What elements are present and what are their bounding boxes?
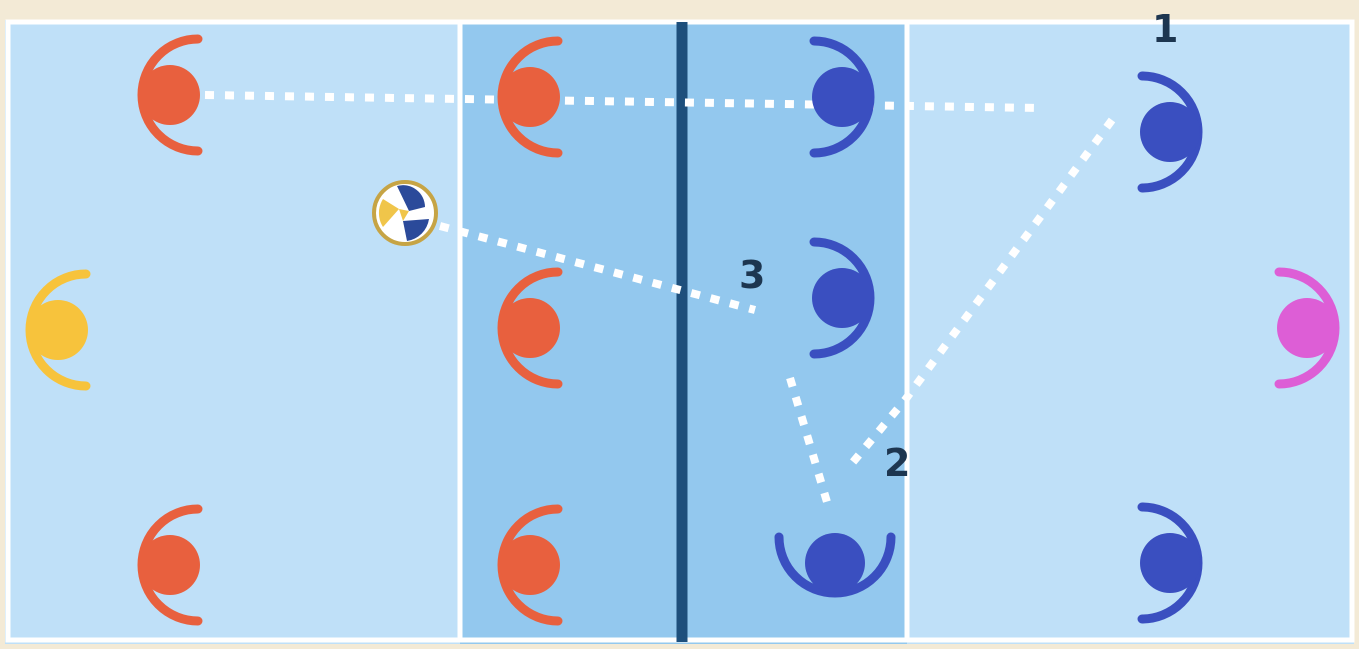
player-head-icon [1277,298,1337,358]
player-head-icon [500,298,560,358]
player-head-icon [500,67,560,127]
players [25,34,1340,626]
player-head-icon [1140,533,1200,593]
ball-paths [204,91,1116,514]
player-left-1 [137,34,203,156]
pass-path-attack [438,222,757,314]
libero-left-6 [25,269,91,391]
libero-right-12 [1274,267,1340,389]
player-right-8 [809,237,875,359]
player-left-4 [497,504,563,626]
attack-zone-left [460,20,682,644]
player-head-icon [500,535,560,595]
player-head-icon [805,533,865,593]
player-head-icon [140,65,200,125]
player-head-icon [812,67,872,127]
player-right-7 [809,36,875,158]
volleyball-icon [372,180,438,246]
player-head-icon [812,268,872,328]
player-head-icon [140,535,200,595]
player-head-icon [28,300,88,360]
touch-label-second: 2 [884,441,910,485]
player-right-9 [1137,71,1203,193]
player-right-11 [1137,502,1203,624]
touch-label-first: 1 [1152,7,1178,51]
touch-label-third: 3 [739,253,765,297]
player-left-5 [497,267,563,389]
player-left-3 [137,504,203,626]
player-left-2 [497,36,563,158]
pass-path-first-to-second [844,117,1116,471]
pass-path-set [786,376,834,514]
player-head-icon [1140,102,1200,162]
attack-zone-right [682,20,907,644]
player-right-10 [774,532,896,598]
